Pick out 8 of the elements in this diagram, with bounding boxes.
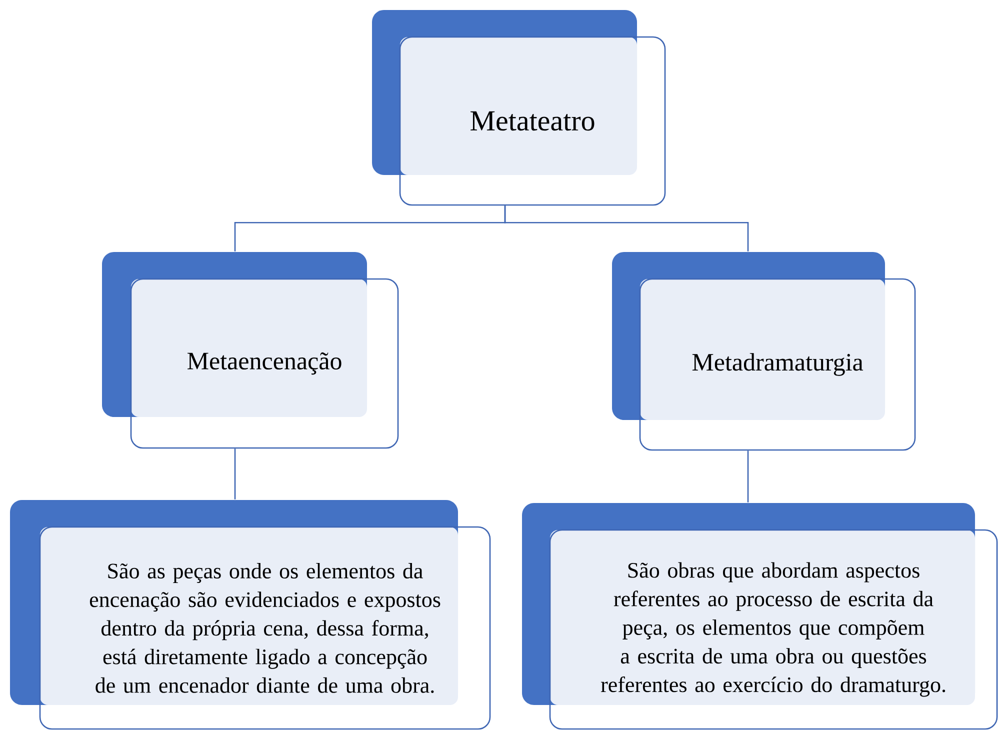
- process-box: Metateatro: [372, 10, 666, 206]
- process-box: São obras que abordam aspectos referentes ao processo de escrita da peça, os elementos que compõem a escrita de uma obra ou questões referentes ao exercício do dramaturgo.: [522, 503, 998, 730]
- process-box: Metadramaturgia: [612, 252, 916, 451]
- process-box: São as peças onde os elementos da encenação são evidenciados e expostos dentro da própria cena, dessa forma, está diretamente ligado a concepção de um encenador diante de uma obra.: [10, 500, 491, 730]
- connector-line: [747, 450, 749, 502]
- process-box: Metaencenação: [102, 252, 399, 449]
- connector-line: [234, 448, 236, 500]
- connector-line: [504, 206, 749, 252]
